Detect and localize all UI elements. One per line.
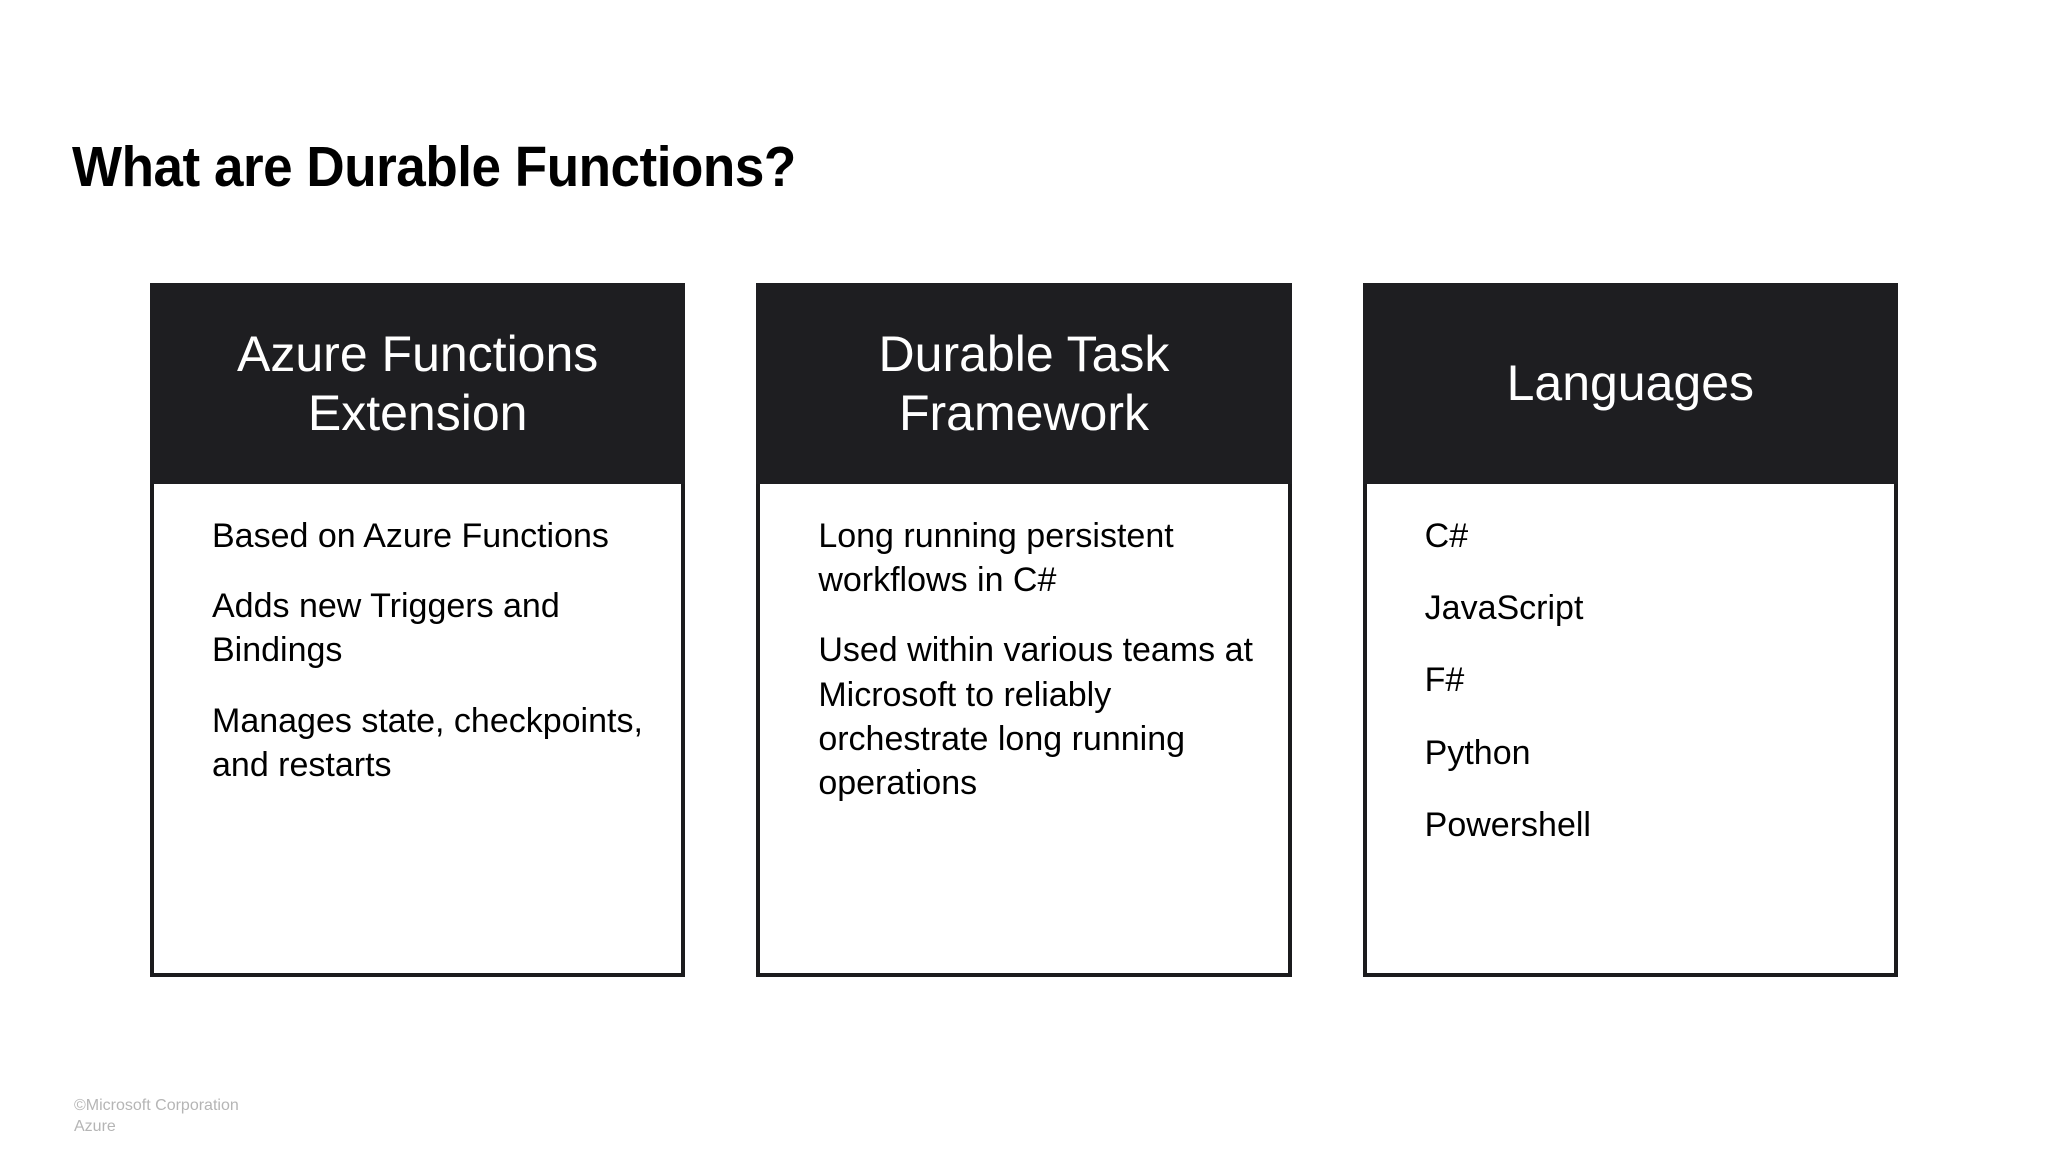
list-item: JavaScript xyxy=(1424,589,1584,628)
card-azure-functions-extension: Azure Functions Extension Based on Azure… xyxy=(150,283,686,977)
list-item: Adds new Triggers and Bindings xyxy=(212,587,560,670)
footer-line-1: ©Microsoft Corporation xyxy=(74,1097,239,1114)
page-title: What are Durable Functions? xyxy=(72,135,796,200)
card-durable-task-framework: Durable Task Framework Long running pers… xyxy=(756,283,1292,977)
card-group: Azure Functions Extension Based on Azure… xyxy=(150,283,1898,977)
card-header: Azure Functions Extension xyxy=(150,283,686,484)
card-title: Azure Functions Extension xyxy=(237,326,599,441)
footer-copyright: ©Microsoft Corporation Azure xyxy=(74,1096,239,1138)
list-item: Python xyxy=(1424,733,1531,772)
card-body: Long running persistent workflows in C# … xyxy=(756,484,1292,977)
list-item: Based on Azure Functions xyxy=(212,517,609,555)
footer-line-2: Azure xyxy=(74,1117,116,1135)
card-body: C# JavaScript F# Python Powershell xyxy=(1362,484,1898,977)
card-header: Languages xyxy=(1362,283,1898,484)
card-body: Based on Azure Functions Adds new Trigge… xyxy=(150,484,686,977)
list-item: F# xyxy=(1424,661,1465,700)
list-item: Long running persistent workflows in C# xyxy=(818,517,1174,600)
list-item: Used within various teams at Microsoft t… xyxy=(818,631,1253,802)
list-item: C# xyxy=(1424,517,1469,555)
card-header: Durable Task Framework xyxy=(756,283,1292,484)
card-languages: Languages C# JavaScript F# Python Powers… xyxy=(1362,283,1898,977)
list-item: Powershell xyxy=(1424,805,1591,844)
card-title: Durable Task Framework xyxy=(878,326,1170,441)
list-item: Manages state, checkpoints, and restarts xyxy=(212,701,643,784)
card-title: Languages xyxy=(1506,355,1755,412)
